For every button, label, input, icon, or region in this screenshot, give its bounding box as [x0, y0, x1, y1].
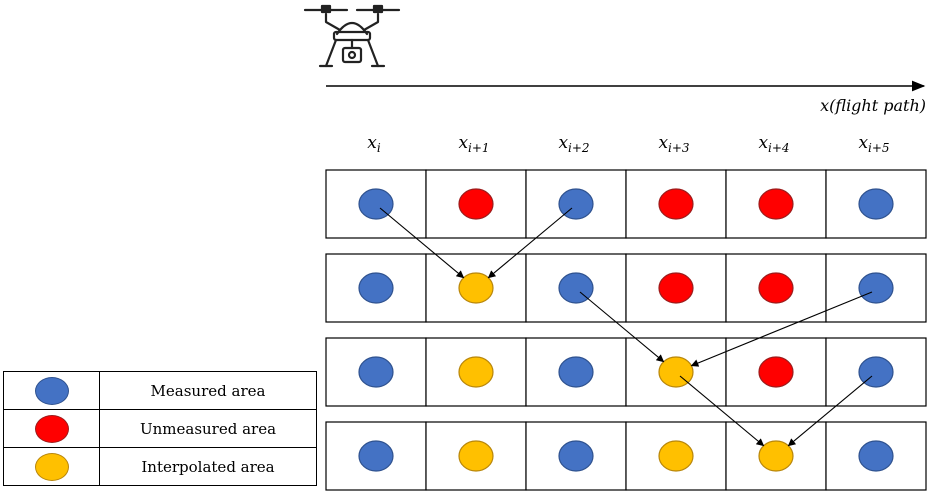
interpolation-arrow-1 — [487, 207, 573, 279]
legend-row-unmeasured: Unmeasured area — [3, 409, 317, 448]
column-labels: xi xi+1 xi+2 xi+3 xi+4 xi+5 — [367, 133, 889, 155]
unmeasured-area-dot — [758, 272, 794, 304]
measured-area-dot — [558, 356, 594, 388]
grid-row-0 — [325, 169, 927, 239]
interpolation-arrow-2 — [579, 291, 665, 363]
column-label-3: xi+3 — [658, 133, 689, 155]
column-label-1: xi+1 — [458, 133, 489, 155]
unmeasured-area-dot — [658, 272, 694, 304]
legend-row-interpolated: Interpolated area — [3, 447, 317, 486]
column-label-0: xi — [367, 133, 381, 155]
measured-area-dot — [358, 440, 394, 472]
column-label-4: xi+4 — [758, 133, 789, 155]
grid-row-3 — [325, 421, 927, 491]
interpolated-legend-dot — [34, 452, 69, 481]
interpolated-area-dot — [458, 356, 494, 388]
drone-icon — [303, 4, 401, 68]
interpolation-arrow-3 — [690, 291, 873, 367]
measured-area-dot — [358, 272, 394, 304]
unmeasured-legend-dot — [34, 414, 69, 443]
interpolated-area-dot — [458, 272, 494, 304]
measured-legend-dot — [34, 376, 69, 405]
unmeasured-area-dot — [658, 188, 694, 220]
axis-label: x(flight path) — [820, 96, 926, 115]
legend-label: Measured area — [99, 371, 317, 410]
measured-area-dot — [858, 440, 894, 472]
unmeasured-area-dot — [758, 188, 794, 220]
interpolated-area-dot — [658, 440, 694, 472]
measured-area-dot — [558, 440, 594, 472]
interpolation-arrow-5 — [787, 375, 873, 447]
grid-row-2 — [325, 337, 927, 407]
interpolated-area-dot — [758, 440, 794, 472]
cell-grid — [325, 169, 927, 491]
interpolation-arrow-0 — [379, 207, 465, 279]
measured-area-dot — [858, 188, 894, 220]
interpolation-arrow-4 — [679, 375, 765, 447]
measured-area-dot — [858, 272, 894, 304]
unmeasured-area-dot — [758, 356, 794, 388]
interpolated-area-dot — [458, 440, 494, 472]
legend-label: Interpolated area — [99, 447, 317, 486]
interpolation-arrows — [379, 207, 873, 447]
legend-row-measured: Measured area — [3, 371, 317, 410]
legend-label: Unmeasured area — [99, 409, 317, 448]
column-label-5: xi+5 — [858, 133, 889, 155]
measured-area-dot — [358, 356, 394, 388]
column-label-2: xi+2 — [558, 133, 589, 155]
unmeasured-area-dot — [458, 188, 494, 220]
grid-row-1 — [325, 253, 927, 323]
